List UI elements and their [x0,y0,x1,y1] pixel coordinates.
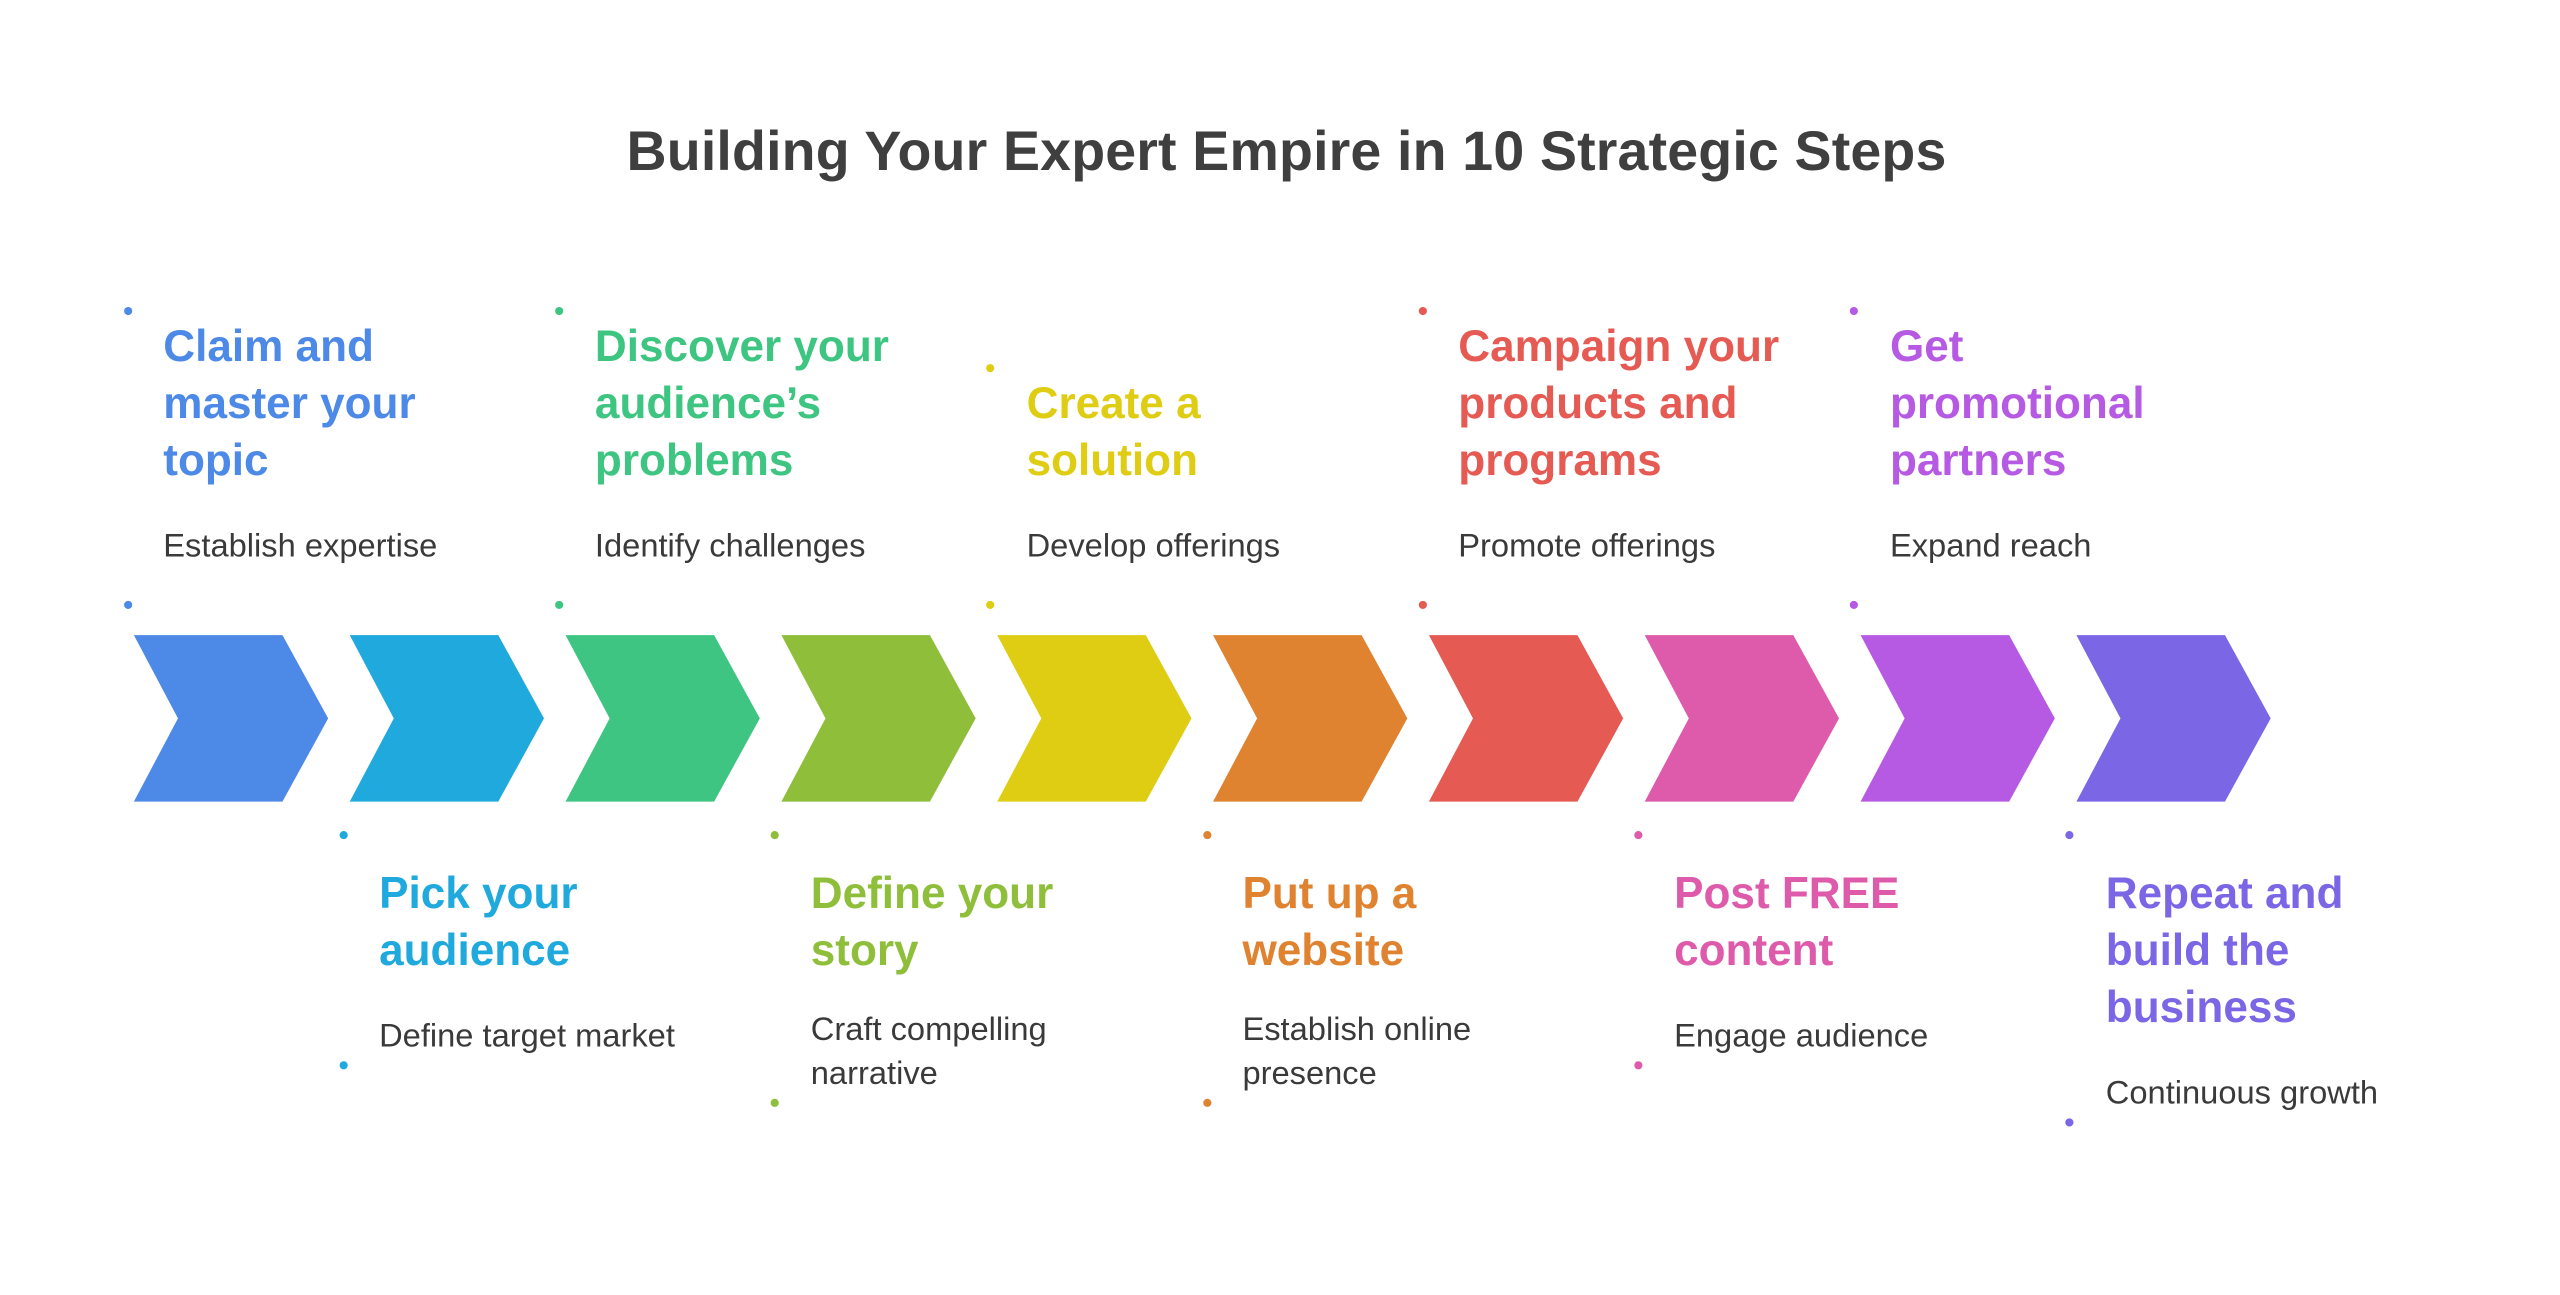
step-4-title: Define your story [810,868,1054,975]
step-10-desc-dot [2065,1117,2074,1126]
chevron-step-5 [997,635,1192,802]
step-3-connector-dot [554,599,564,609]
step-9-description: Expand reach [1889,528,2092,565]
step-1-description: Establish expertise [163,528,438,565]
step-6: Put up a website Establish online presen… [1242,865,1650,1097]
step-1-title: Claim and master your topic [163,321,416,485]
step-8-title: Post FREE content [1674,868,1900,975]
chevron-step-3 [565,635,760,802]
step-8-desc-dot [1634,1060,1643,1069]
step-9-title: Get promotional partners [1889,321,2145,485]
step-4-description: Craft compelling narrative [810,1012,1047,1093]
chevron-step-2 [349,635,544,802]
chevron-step-4 [781,635,976,802]
step-3-title: Discover your audience’s problems [594,321,889,485]
step-8-title-dot [1634,830,1643,839]
step-6-desc-dot [1202,1097,1211,1107]
step-2-title: Pick your audience [379,868,578,975]
step-1-connector-dot [123,599,132,609]
step-5-title: Create a solution [1026,378,1201,485]
step-10-description: Continuous growth [2105,1075,2379,1112]
step-5-connector-dot [986,599,995,609]
step-9: Get promotional partners Expand reach [1890,318,2298,569]
step-7-description: Promote offerings [1458,528,1716,565]
step-3-description: Identify challenges [594,528,866,565]
step-2-desc-dot [339,1060,348,1069]
step-2-description: Define target market [379,1018,675,1055]
step-5: Create a solution Develop offerings [1027,376,1435,570]
step-2: Pick your audience Define target market [379,865,787,1059]
step-6-description: Establish online presence [1242,1012,1472,1093]
step-7-title: Campaign your products and programs [1458,321,1780,485]
step-9-connector-dot [1849,599,1859,609]
chevron-step-6 [1213,635,1408,802]
step-6-title: Put up a website [1242,868,1417,975]
chevron-step-10 [2076,635,2271,802]
step-9-title-dot [1849,306,1859,315]
step-3: Discover your audience’s problems Identi… [595,318,1003,569]
step-10: Repeat and build the business Continuous… [2106,865,2514,1116]
step-10-title-dot [2065,830,2074,839]
step-5-description: Develop offerings [1026,528,1281,565]
step-1: Claim and master your topic Establish ex… [163,318,571,569]
step-2-title-dot [339,830,348,839]
step-6-title-dot [1202,830,1211,839]
chevron-step-7 [1428,635,1624,802]
step-8: Post FREE content Engage audience [1674,865,2082,1059]
step-1-title-dot [123,306,132,315]
step-8-description: Engage audience [1674,1018,1929,1055]
step-5-title-dot [986,363,995,372]
step-4-desc-dot [770,1097,779,1107]
step-7: Campaign your products and programs Prom… [1458,318,1866,569]
step-7-connector-dot [1418,599,1427,609]
step-10-title: Repeat and build the business [2105,868,2344,1032]
step-3-title-dot [554,306,564,315]
step-7-title-dot [1418,306,1427,315]
chevron-step-1 [133,635,329,802]
diagram-title: Building Your Expert Empire in 10 Strate… [626,120,1947,183]
step-4-title-dot [770,830,779,839]
chevron-step-8 [1644,635,1840,802]
step-4: Define your story Craft compelling narra… [811,865,1219,1097]
chevron-step-9 [1860,635,2055,802]
